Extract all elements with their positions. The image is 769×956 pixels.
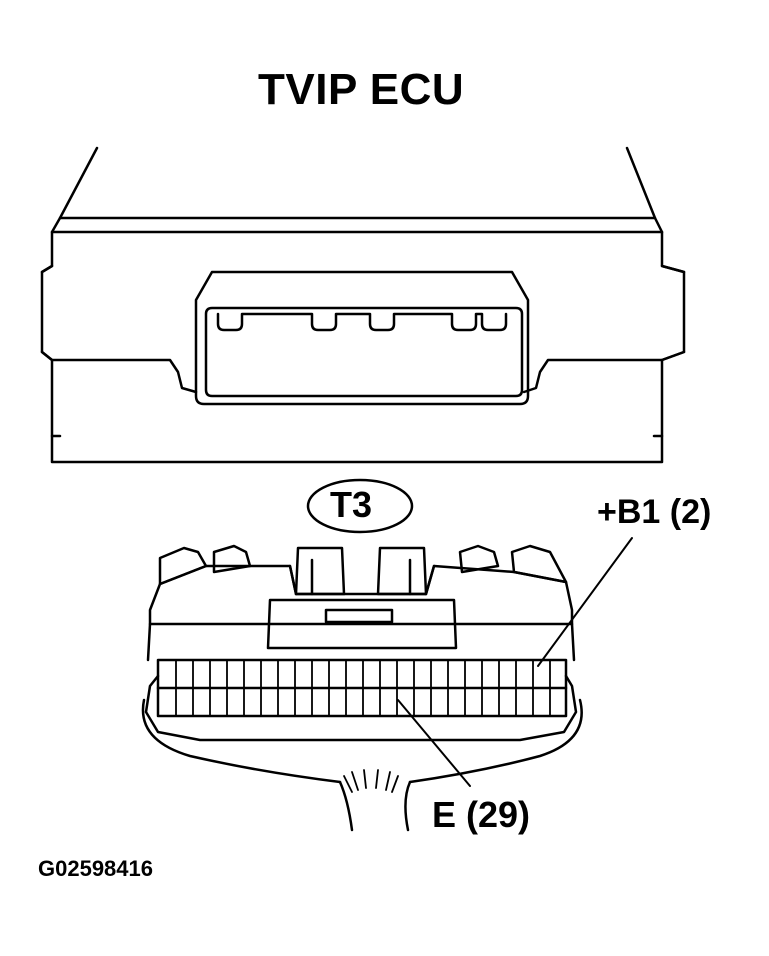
- leader-line-b1: [537, 537, 633, 667]
- connector-id-label: T3: [330, 484, 373, 525]
- pin-grid: [175, 659, 551, 717]
- pin-label-b1: +B1 (2): [597, 493, 712, 531]
- diagram-title: TVIP ECU: [258, 65, 465, 114]
- figure-code: G02598416: [38, 856, 153, 881]
- harness-connector: [141, 544, 583, 832]
- connector-id-ellipse: [306, 478, 414, 534]
- pin-label-e: E (29): [432, 794, 531, 835]
- ecu-receptacle: [194, 270, 530, 406]
- leader-line-e: [397, 699, 471, 787]
- ecu-housing: [40, 146, 686, 464]
